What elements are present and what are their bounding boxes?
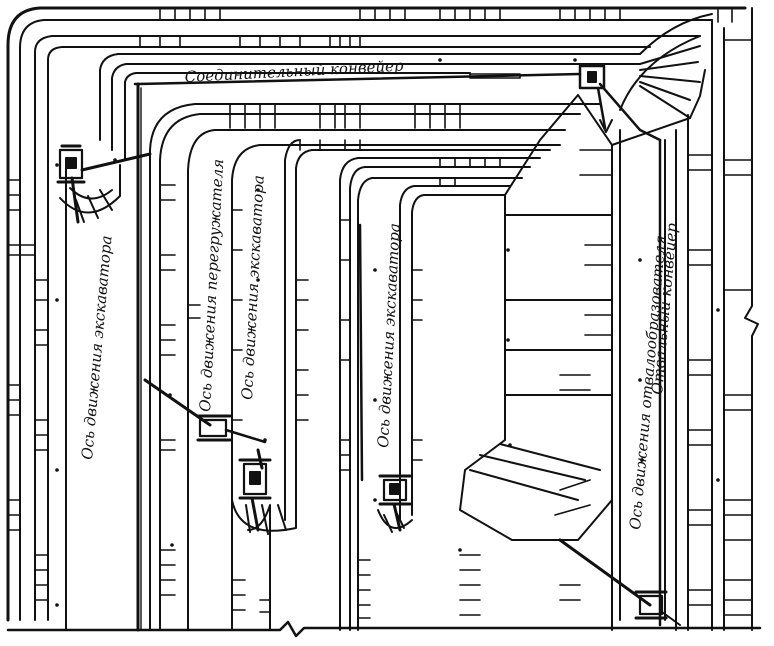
excavator-3 (358, 223, 412, 532)
excavator-2 (238, 448, 272, 532)
bench-edges (6, 6, 762, 638)
spreader-top (578, 64, 613, 133)
connecting-conveyor (133, 72, 582, 632)
dump-conveyor (598, 82, 662, 627)
top-right-fan (611, 13, 713, 146)
tick-marks (7, 7, 753, 619)
labels: Соединительный конвейер Ось движения экс… (78, 57, 681, 531)
spreader-bottom (558, 538, 681, 626)
label-reloader-axis: Ось движения перегружателя (196, 158, 227, 412)
left-fan (59, 164, 121, 223)
reloader (143, 378, 267, 444)
label-excavator-axis-1: Ось движения экскаватора (78, 235, 116, 461)
excavator-1 (56, 144, 152, 224)
label-excavator-axis-2: Ось движения экскаватора (238, 175, 268, 400)
lower-fan (231, 499, 297, 535)
